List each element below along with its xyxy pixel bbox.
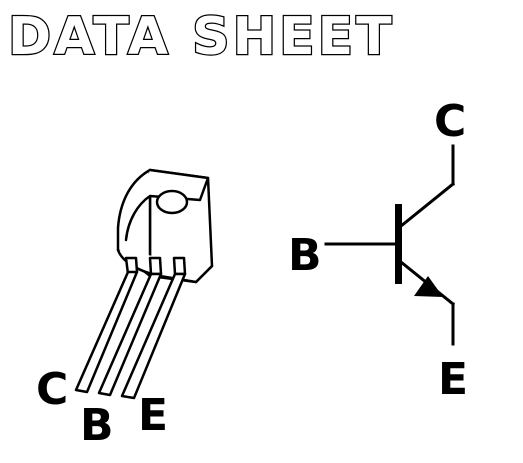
- package-mount-hole: [155, 189, 189, 215]
- pin-collector: [74, 256, 139, 394]
- transistor-package: C B E: [36, 168, 214, 451]
- pin-base: [97, 256, 163, 397]
- symbol-label-emitter: E: [438, 354, 468, 405]
- package-body-front: [124, 168, 210, 242]
- page-title: DATA SHEET: [8, 7, 395, 67]
- package-pin-label-b: B: [80, 400, 114, 451]
- symbol-label-collector: C: [434, 96, 466, 147]
- symbol-label-base: B: [288, 230, 322, 281]
- package-pin-label-c: C: [36, 364, 68, 415]
- emitter-arrow-icon: [414, 276, 443, 297]
- pin-emitter: [120, 256, 187, 400]
- collector-diagonal: [398, 181, 456, 229]
- npn-transistor-symbol: C B E: [288, 96, 468, 405]
- package-pin-label-e: E: [138, 390, 168, 441]
- base-bar: [395, 204, 402, 284]
